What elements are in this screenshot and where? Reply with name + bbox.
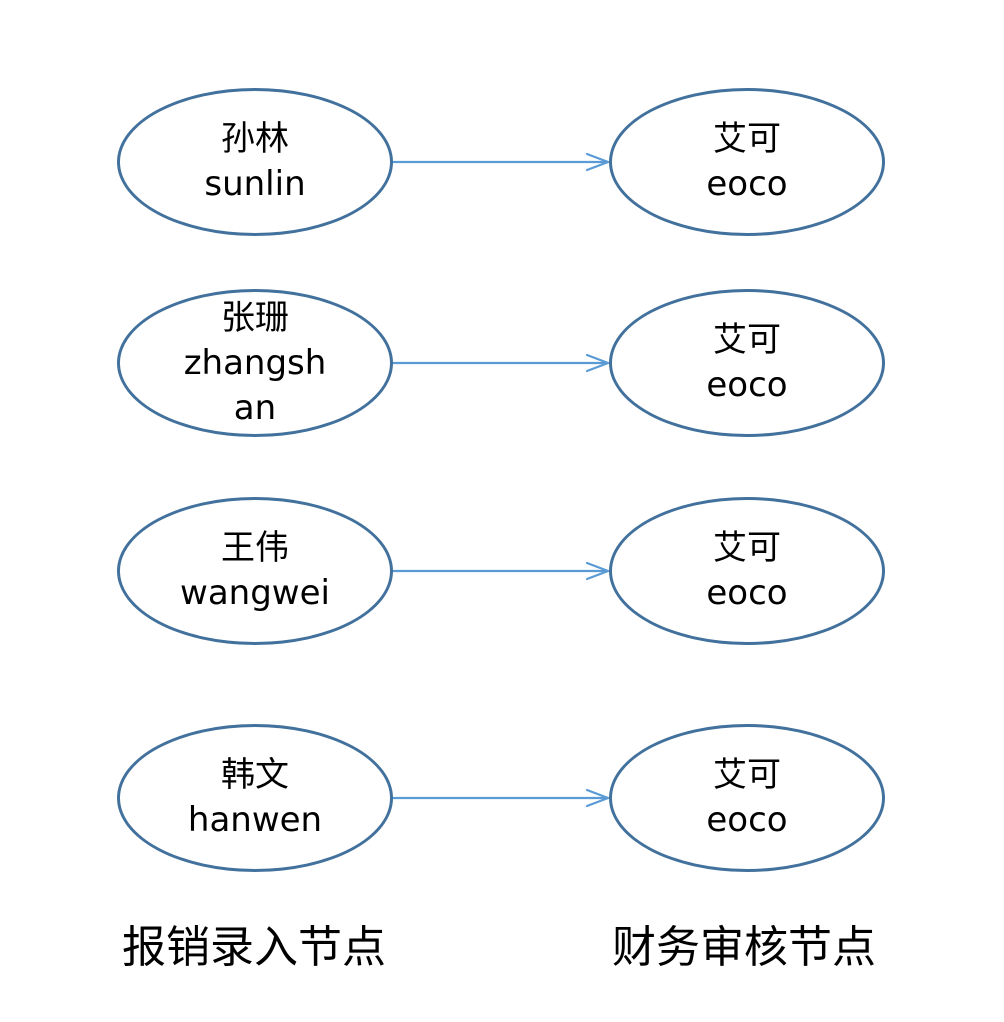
node-name-en: eoco [706, 164, 788, 204]
node-wangwei: 王伟 wangwei [117, 497, 393, 645]
node-name-cn: 王伟 [221, 528, 289, 568]
arrowhead-icon [585, 152, 612, 172]
node-name-cn: 艾可 [713, 320, 781, 360]
arrowhead-icon [585, 353, 612, 373]
node-name-en: hanwen [187, 800, 323, 840]
node-name-cn: 艾可 [713, 528, 781, 568]
arrow-row-2 [391, 353, 612, 373]
arrow-row-4 [391, 788, 612, 808]
node-hanwen: 韩文 hanwen [117, 724, 393, 872]
node-name-cn: 孙林 [221, 119, 289, 159]
node-name-en: wangwei [180, 573, 330, 613]
node-name-en: sunlin [204, 164, 306, 204]
arrowhead-icon [585, 561, 612, 581]
label-expense-entry-node: 报销录入节点 [122, 922, 386, 973]
node-name-en: zhangsh [183, 342, 327, 383]
node-name-cn: 艾可 [713, 119, 781, 159]
node-eoco-3: 艾可 eoco [609, 497, 885, 645]
arrowhead-icon [585, 788, 612, 808]
node-name-cn: 张珊 [221, 297, 289, 338]
node-name-cn: 韩文 [221, 755, 289, 795]
node-sunlin: 孙林 sunlin [117, 88, 393, 236]
node-name-en: eoco [706, 573, 788, 613]
arrow-row-1 [391, 152, 612, 172]
node-zhangshan: 张珊 zhangsh an [117, 289, 393, 437]
node-name-en: eoco [706, 800, 788, 840]
arrow-row-3 [391, 561, 612, 581]
node-eoco-1: 艾可 eoco [609, 88, 885, 236]
node-name-en-wrap: an [233, 387, 277, 428]
node-name-en: eoco [706, 365, 788, 405]
node-name-cn: 艾可 [713, 755, 781, 795]
node-eoco-2: 艾可 eoco [609, 289, 885, 437]
label-finance-review-node: 财务审核节点 [612, 922, 876, 973]
node-eoco-4: 艾可 eoco [609, 724, 885, 872]
